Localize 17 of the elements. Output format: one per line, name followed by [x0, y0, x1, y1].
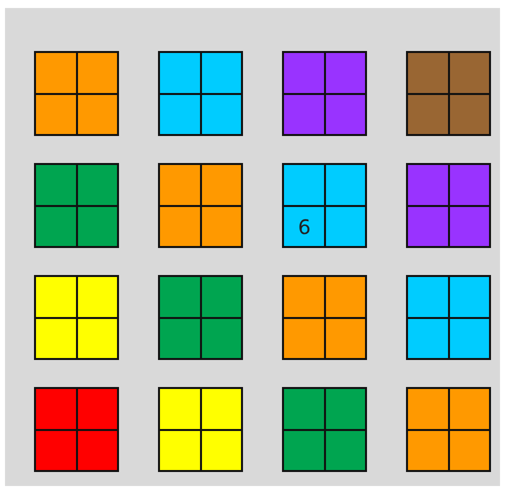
color-square [34, 387, 119, 472]
color-square [406, 51, 491, 136]
color-square [34, 275, 119, 360]
color-square [34, 163, 119, 248]
color-square [406, 275, 491, 360]
number-label: 6 [298, 217, 311, 237]
color-square [158, 163, 243, 248]
color-square [406, 387, 491, 472]
color-square [282, 387, 367, 472]
color-square [282, 275, 367, 360]
color-square [158, 387, 243, 472]
color-square [34, 51, 119, 136]
color-square [282, 163, 367, 248]
color-square [406, 163, 491, 248]
color-square [158, 275, 243, 360]
color-square [282, 51, 367, 136]
color-square [158, 51, 243, 136]
